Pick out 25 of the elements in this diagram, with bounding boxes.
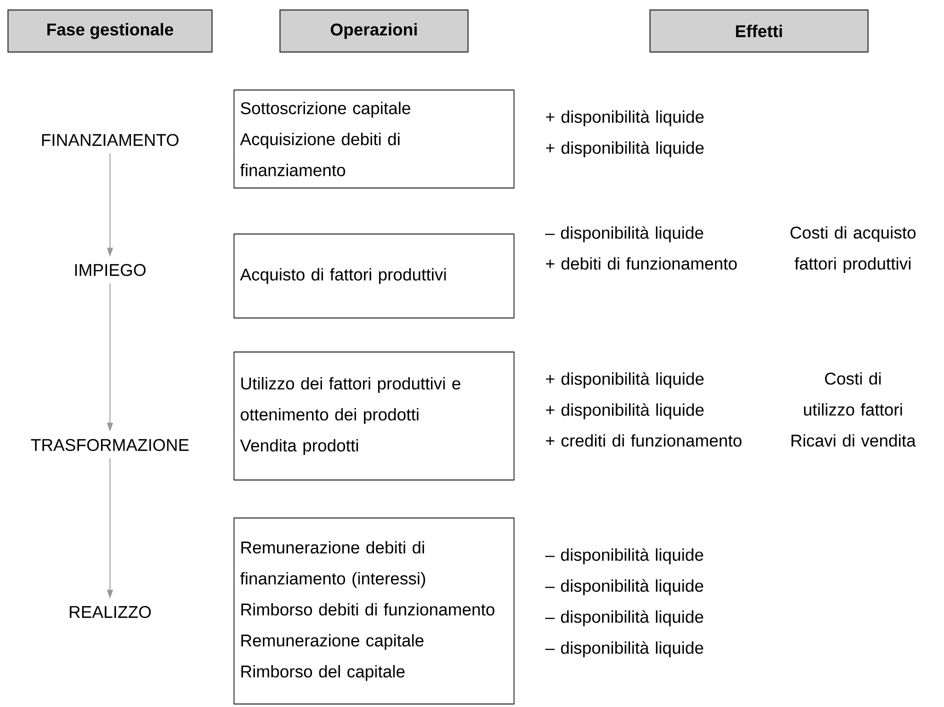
cost-text: Costi di acquisto fattori produttivi xyxy=(790,226,916,274)
cost-text: Ricavi di vendita xyxy=(792,434,916,447)
effect-text: + disponibilità liquide xyxy=(546,372,704,388)
effect-text: – disponibilità liquide xyxy=(545,610,704,626)
header-box: Operazioni xyxy=(279,9,469,53)
effect-text: – disponibilità liquide xyxy=(545,641,704,658)
phase-label: TRASFORMAZIONE xyxy=(31,438,189,452)
effect-text: – disponibilità liquide xyxy=(545,579,704,596)
operation-box: Acquisto di fattori produttivi xyxy=(234,234,514,318)
phase-label: REALIZZO xyxy=(70,606,151,618)
operation-box: Utilizzo dei fattori produttivi e ottenimento dei prodotti Vendita prodotti xyxy=(234,352,514,480)
effect-text: – disponibilità liquide xyxy=(545,226,704,242)
effect-text: + crediti di funzionamento xyxy=(546,434,742,447)
cost-text: Costi di utilizzo fattori xyxy=(804,372,902,416)
effect-text: + disponibilità liquide xyxy=(546,110,704,126)
effect-text: + disponibilità liquide xyxy=(546,141,704,158)
effect-text: + disponibilità liquide xyxy=(546,403,704,420)
header-box: Effetti xyxy=(649,9,869,53)
header-box: Fase gestionale xyxy=(7,9,213,53)
phase-label: IMPIEGO xyxy=(75,264,146,276)
effect-text: – disponibilità liquide xyxy=(545,548,704,564)
effect-text: + debiti di funzionamento xyxy=(546,257,737,270)
operation-box: Sottoscrizione capitale Acquisizione debiti di finanziamento xyxy=(234,90,514,188)
operation-box: Remunerazione debiti di finanziamento (interessi) Rimborso debiti di funzionamento Remunerazione capitale Rimborso del capitale xyxy=(234,518,514,704)
phase-label: FINANZIAMENTO xyxy=(42,134,178,146)
